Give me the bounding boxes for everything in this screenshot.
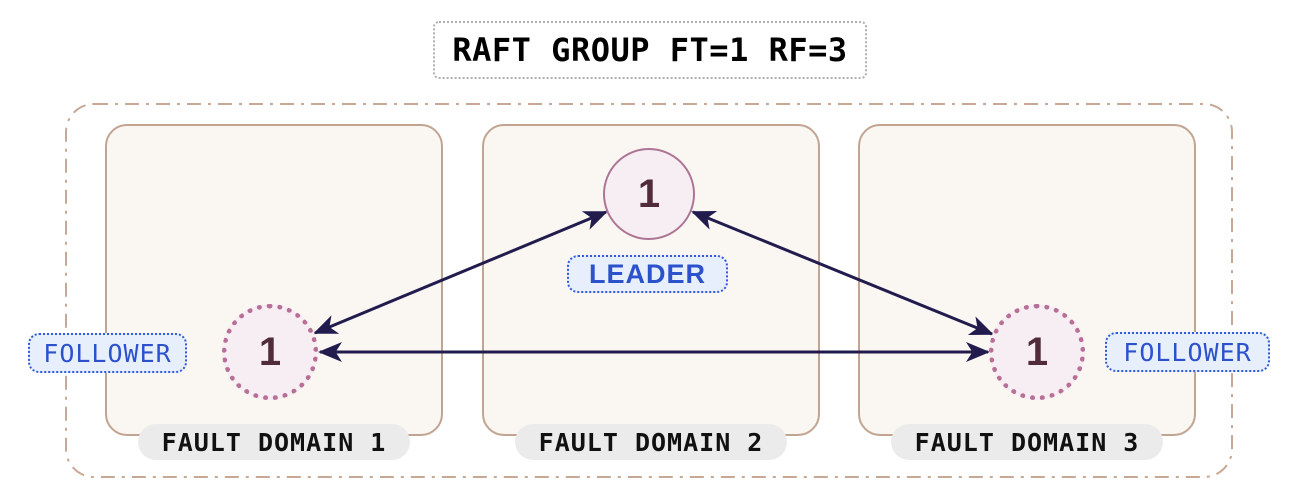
follower-right-role-label: FOLLOWER [1123,337,1252,367]
follower-right-node-circle: 1 [989,304,1085,400]
follower-left-node-value: 1 [258,329,282,374]
leader-role-label: LEADER [588,258,706,289]
fault-domain-2-label-text: FAULT DOMAIN 2 [538,427,764,457]
leader-node-circle: 1 [603,148,695,240]
follower-right-role-badge: FOLLOWER [1105,332,1270,372]
follower-right-node-value: 1 [1025,329,1049,374]
raft-group-title: RAFT GROUP FT=1 RF=3 [452,31,848,69]
leader-node-value: 1 [637,171,661,216]
raft-group-title-box: RAFT GROUP FT=1 RF=3 [433,21,867,79]
follower-left-node-circle: 1 [222,304,318,400]
fault-domain-1-label-text: FAULT DOMAIN 1 [161,427,387,457]
follower-left-role-label: FOLLOWER [43,338,172,368]
fault-domain-2-label: FAULT DOMAIN 2 [515,424,787,460]
follower-left-role-badge: FOLLOWER [28,333,187,373]
fault-domain-3-label-text: FAULT DOMAIN 3 [914,427,1140,457]
leader-role-badge: LEADER [567,255,728,293]
fault-domain-3-label: FAULT DOMAIN 3 [891,424,1163,460]
fault-domain-1-label: FAULT DOMAIN 1 [138,424,410,460]
